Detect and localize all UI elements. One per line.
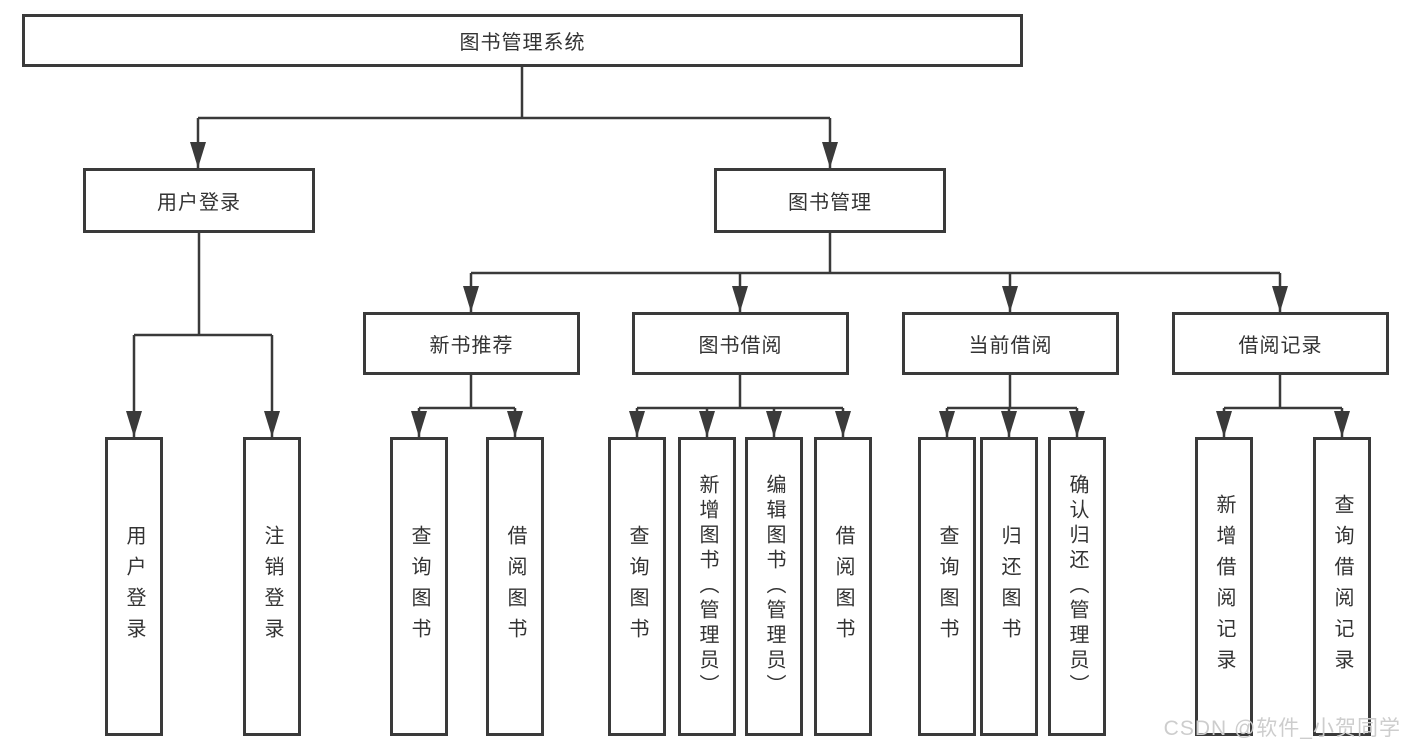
leaf-records-query-record-label: 查询借阅记录 (1331, 493, 1353, 680)
leaf-borrowing-borrow-books: 借阅图书 (814, 437, 872, 736)
node-library-system-label: 图书管理系统 (459, 32, 586, 54)
leaf-borrowing-edit-books-admin-label: 编辑图书（管理员） (763, 474, 785, 699)
leaf-current-confirm-return-admin: 确认归还（管理员） (1048, 437, 1106, 736)
leaf-borrowing-borrow-books-label: 借阅图书 (832, 524, 854, 649)
node-current-borrowing: 当前借阅 (902, 312, 1119, 375)
node-new-book-recommend-label: 新书推荐 (429, 335, 514, 357)
node-library-system: 图书管理系统 (22, 14, 1023, 67)
tree-branch-lines (126, 67, 1350, 437)
node-new-book-recommend: 新书推荐 (363, 312, 580, 375)
leaf-current-query-books: 查询图书 (918, 437, 976, 736)
leaf-records-add-record: 新增借阅记录 (1195, 437, 1253, 736)
leaf-current-confirm-return-admin-label: 确认归还（管理员） (1066, 474, 1088, 699)
leaf-records-query-record: 查询借阅记录 (1313, 437, 1371, 736)
node-user-login: 用户登录 (83, 168, 315, 233)
leaf-logout-label: 注销登录 (261, 524, 283, 649)
node-current-borrowing-label: 当前借阅 (968, 335, 1053, 357)
leaf-borrowing-add-books-admin: 新增图书（管理员） (678, 437, 736, 736)
node-book-borrowing-label: 图书借阅 (698, 335, 783, 357)
leaf-current-query-books-label: 查询图书 (936, 524, 958, 649)
leaf-user-login-label: 用户登录 (123, 524, 145, 649)
leaf-newbooks-query-books-label: 查询图书 (408, 524, 430, 649)
leaf-newbooks-borrow-books: 借阅图书 (486, 437, 544, 736)
leaf-borrowing-query-books: 查询图书 (608, 437, 666, 736)
node-borrow-records-label: 借阅记录 (1238, 335, 1323, 357)
node-book-borrowing: 图书借阅 (632, 312, 849, 375)
leaf-current-return-books: 归还图书 (980, 437, 1038, 736)
leaf-newbooks-borrow-books-label: 借阅图书 (504, 524, 526, 649)
node-book-management: 图书管理 (714, 168, 946, 233)
node-borrow-records: 借阅记录 (1172, 312, 1389, 375)
leaf-newbooks-query-books: 查询图书 (390, 437, 448, 736)
leaf-current-return-books-label: 归还图书 (998, 524, 1020, 649)
leaf-borrowing-edit-books-admin: 编辑图书（管理员） (745, 437, 803, 736)
leaf-user-login: 用户登录 (105, 437, 163, 736)
leaf-borrowing-add-books-admin-label: 新增图书（管理员） (696, 474, 718, 699)
leaf-logout: 注销登录 (243, 437, 301, 736)
node-user-login-label: 用户登录 (157, 192, 241, 214)
leaf-records-add-record-label: 新增借阅记录 (1213, 493, 1235, 680)
node-book-management-label: 图书管理 (788, 192, 872, 214)
leaf-borrowing-query-books-label: 查询图书 (626, 524, 648, 649)
